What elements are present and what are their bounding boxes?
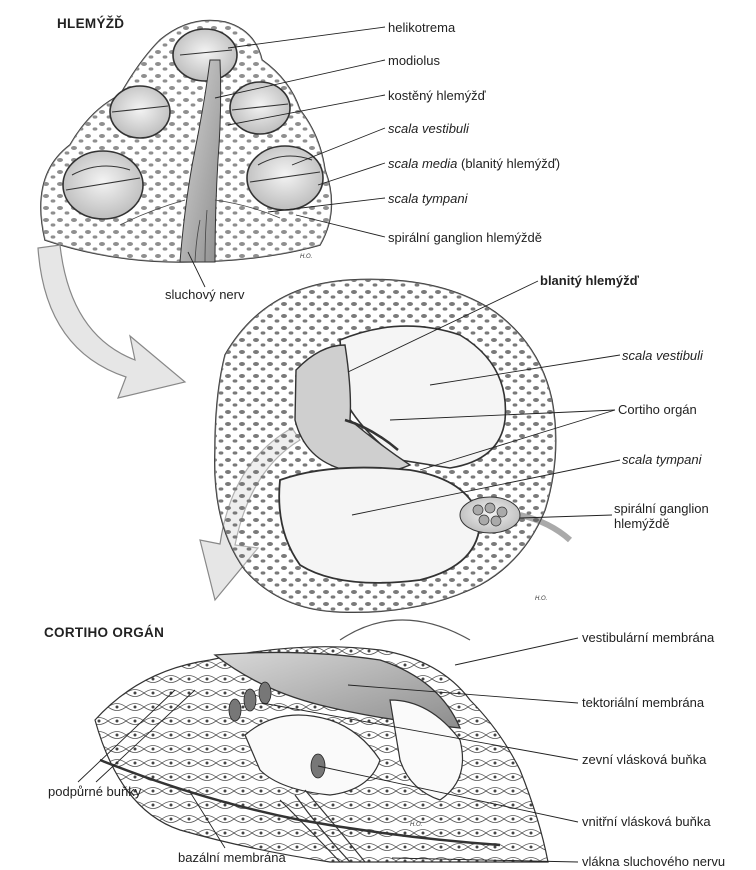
label-scala-vestibuli-top: scala vestibuli <box>388 121 469 136</box>
section-heading-cochlea: HLEMÝŽĎ <box>57 16 124 31</box>
label-nerve-fibers: vlákna sluchového nervu <box>582 854 725 869</box>
label-outer-hair-cell: zevní vlásková buňka <box>582 752 706 767</box>
label-helicotrema: helikotrema <box>388 20 455 35</box>
label-basilar-membrane: bazální membrána <box>178 850 286 865</box>
label-spiral-ganglion-mid: spirální ganglion hlemýždě <box>614 501 724 531</box>
label-vestibular-membrane: vestibulární membrána <box>582 630 714 645</box>
label-supporting-cells: podpůrné buňky <box>48 784 141 799</box>
label-bony-cochlea: kostěný hlemýžď <box>388 88 486 103</box>
label-scala-tympani-mid: scala tympani <box>622 452 701 467</box>
label-scala-tympani-top: scala tympani <box>388 191 467 206</box>
section-heading-organ-of-corti: CORTIHO ORGÁN <box>44 625 164 640</box>
label-inner-hair-cell: vnitřní vlásková buňka <box>582 814 711 829</box>
organ-of-corti-drawing: H.O. <box>95 620 548 862</box>
label-scala-media: scala media (blanitý hlemýžď) <box>388 156 560 171</box>
label-corti-organ-mid: Cortiho orgán <box>618 402 697 417</box>
label-tectorial-membrane: tektoriální membrána <box>582 695 704 710</box>
label-modiolus: modiolus <box>388 53 440 68</box>
label-membranous-cochlea: blanitý hlemýžď <box>540 273 639 288</box>
membranous-cochlea-drawing: H.O. <box>215 279 570 612</box>
label-scala-media-note: (blanitý hlemýžď) <box>461 156 560 171</box>
cochlea-section-drawing: H.O. <box>41 20 332 262</box>
label-spiral-ganglion-top: spirální ganglion hlemýždě <box>388 230 542 245</box>
artist-signature-bottom: H.O. <box>410 822 422 828</box>
label-scala-media-name: scala media <box>388 156 457 171</box>
label-scala-vestibuli-mid: scala vestibuli <box>622 348 703 363</box>
artist-signature-top: H.O. <box>300 254 312 260</box>
label-auditory-nerve: sluchový nerv <box>165 287 244 302</box>
artist-signature-mid: H.O. <box>535 596 547 602</box>
